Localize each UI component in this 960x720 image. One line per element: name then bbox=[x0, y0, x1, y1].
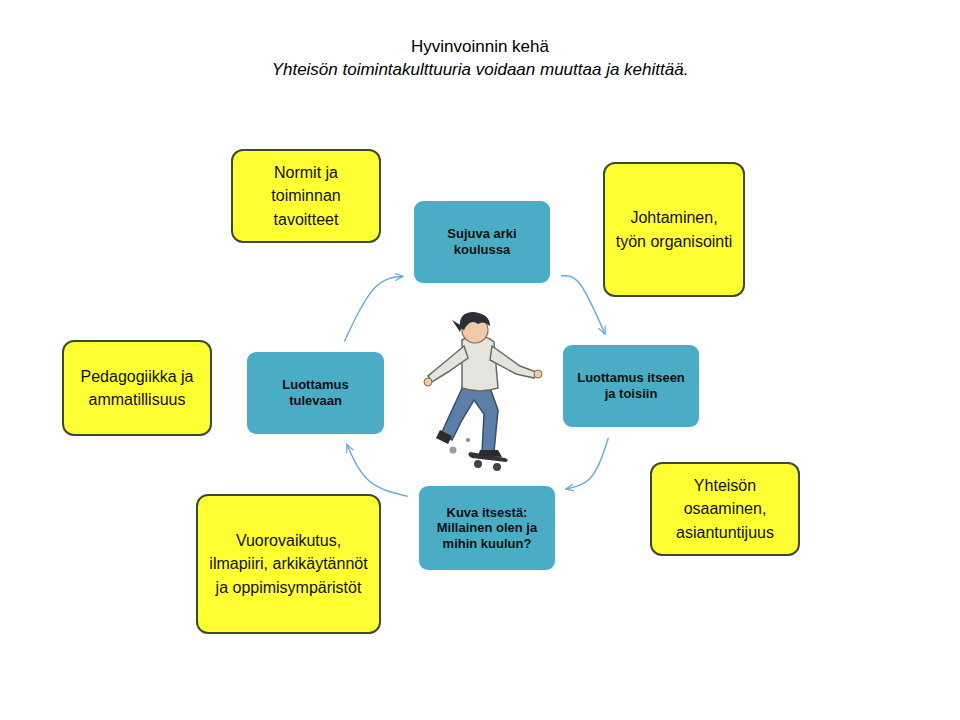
node-text: Vuorovaikutus, ilmapiiri, arkikäytännöt … bbox=[208, 529, 369, 599]
cycle-box: Luottamus itseen ja toisiin bbox=[563, 345, 699, 427]
text-stack: Luottamus itseen ja toisiin bbox=[571, 370, 691, 401]
node-text: Normit ja toiminnan tavoitteet bbox=[243, 161, 369, 231]
factor-box: Yhteisön osaaminen, asiantuntijuus bbox=[650, 462, 800, 556]
skateboarder bbox=[424, 312, 542, 471]
cycle-arrow bbox=[566, 438, 609, 489]
cycle-arrow bbox=[561, 276, 605, 335]
node-text: Luottamus tulevaan bbox=[255, 377, 376, 408]
cycle-box: Sujuva arki koulussa bbox=[414, 201, 550, 283]
factor-box: Pedagogiikka ja ammatillisuus bbox=[62, 340, 212, 436]
factor-box: Normit ja toiminnan tavoitteet bbox=[231, 149, 381, 243]
cycle-arrow bbox=[344, 276, 403, 341]
text-stack: Normit ja toiminnan tavoitteet bbox=[243, 161, 369, 231]
cycle-arrow bbox=[347, 444, 408, 496]
text-stack: Luottamus tulevaan bbox=[255, 377, 376, 408]
node-text: Pedagogiikka ja ammatillisuus bbox=[74, 365, 200, 411]
text-stack: Sujuva arki koulussa bbox=[422, 226, 542, 257]
node-text: Luottamus itseen ja toisiin bbox=[571, 370, 691, 401]
text-stack: Johtaminen, työn organisointi bbox=[615, 206, 733, 252]
text-stack: Pedagogiikka ja ammatillisuus bbox=[74, 365, 200, 411]
text-stack: Yhteisön osaaminen, asiantuntijuus bbox=[662, 474, 788, 544]
cycle-box: Luottamus tulevaan bbox=[247, 352, 384, 434]
diagram-title: Hyvinvoinnin kehä bbox=[0, 37, 960, 57]
factor-box: Vuorovaikutus, ilmapiiri, arkikäytännöt … bbox=[196, 494, 381, 634]
factor-box: Johtaminen, työn organisointi bbox=[603, 162, 745, 297]
text-stack: Vuorovaikutus, ilmapiiri, arkikäytännöt … bbox=[208, 529, 369, 599]
cycle-box: Kuva itsestä: Millainen olen ja mihin ku… bbox=[419, 486, 555, 570]
text-stack: Kuva itsestä: Millainen olen ja mihin ku… bbox=[427, 505, 547, 552]
subtitle: Yhteisön toimintakulttuuria voidaan muut… bbox=[0, 60, 960, 80]
node-text: Kuva itsestä: Millainen olen ja mihin ku… bbox=[427, 505, 547, 552]
node-text: Sujuva arki koulussa bbox=[422, 226, 542, 257]
node-text: Yhteisön osaaminen, asiantuntijuus bbox=[662, 474, 788, 544]
node-text: Johtaminen, työn organisointi bbox=[615, 206, 733, 252]
